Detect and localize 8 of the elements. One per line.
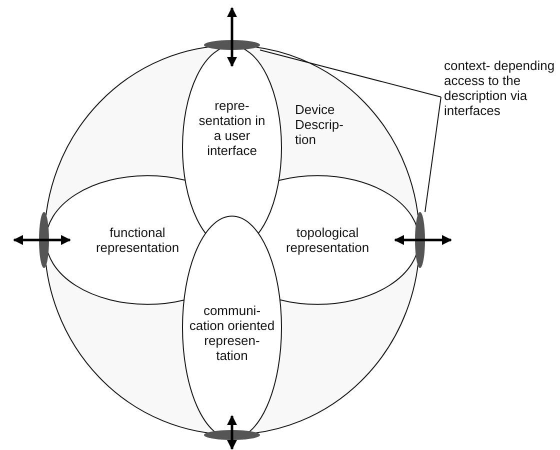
node-label: repre- sentation in a user interface	[198, 98, 266, 158]
node-label: Device Descrip- tion	[295, 102, 344, 147]
node-label: functional representation	[94, 225, 180, 255]
node-label: communi- cation oriented represen- tation	[189, 302, 275, 362]
node-label: topological representation	[284, 225, 370, 255]
leader-line	[424, 96, 442, 212]
callout-text: context- depending access to the description via interfaces	[444, 58, 556, 118]
leader-line	[260, 50, 442, 98]
